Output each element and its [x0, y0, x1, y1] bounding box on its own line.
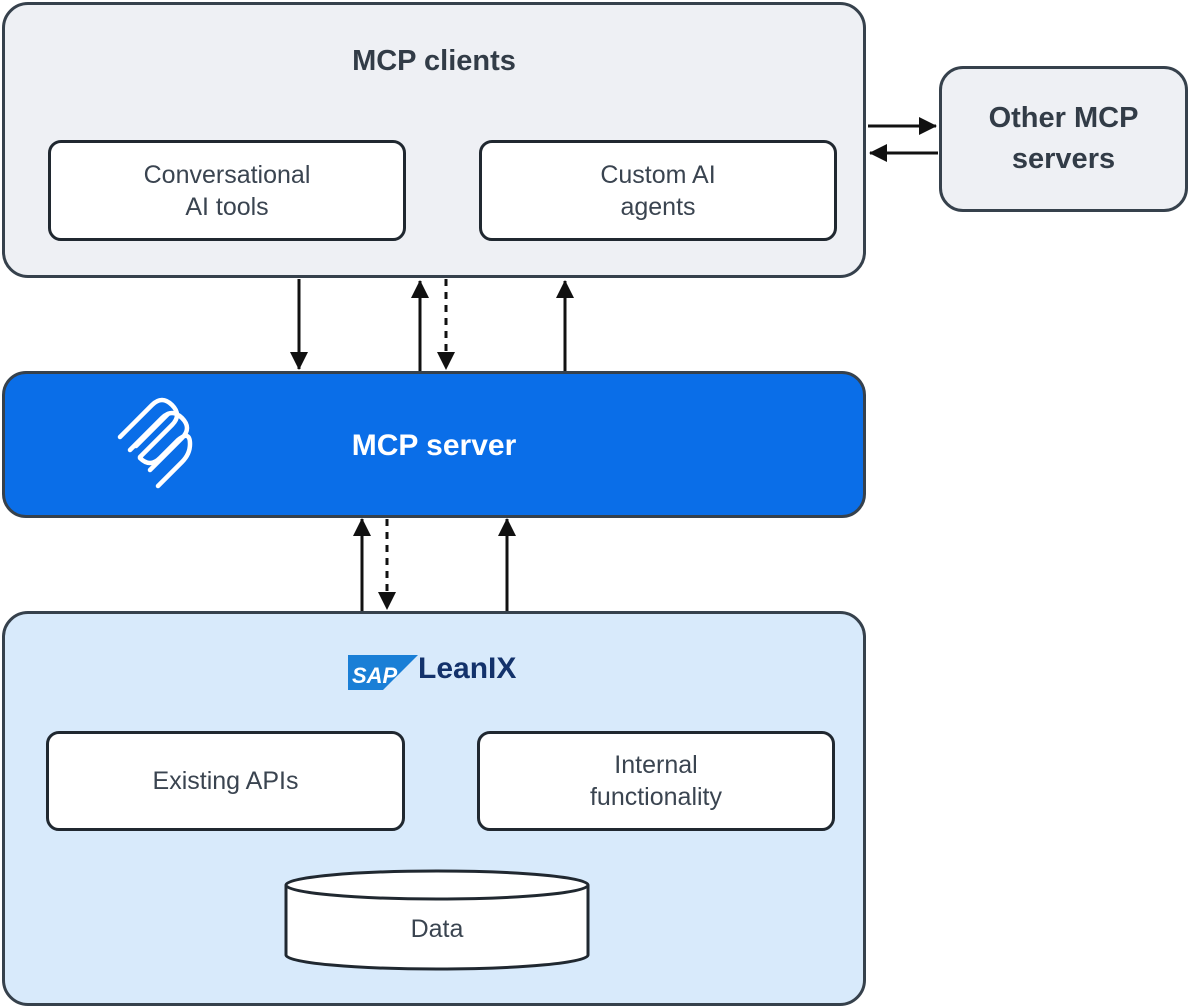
internal-functionality-box: Internal functionality — [477, 731, 835, 831]
leanix-brand-name: LeanIX — [418, 652, 517, 685]
mcp-server-title: MCP server — [351, 429, 517, 462]
mcp-clients-title: MCP clients — [352, 45, 516, 77]
sap-badge-text: SAP — [352, 663, 398, 688]
conversational-ai-tools-line2: AI tools — [185, 192, 269, 221]
custom-ai-agents-line1: Custom AI — [600, 160, 716, 189]
other-mcp-servers-box: Other MCP servers — [939, 66, 1188, 212]
other-mcp-servers-line2: servers — [1011, 143, 1116, 175]
internal-functionality-line2: functionality — [589, 783, 723, 811]
custom-ai-agents-box: Custom AI agents — [479, 140, 837, 241]
other-mcp-servers-line1: Other MCP — [988, 102, 1139, 134]
internal-functionality-line1: Internal — [614, 751, 698, 779]
conversational-ai-tools-box: Conversational AI tools — [48, 140, 406, 241]
mcp-server-box: MCP server — [2, 371, 866, 518]
data-store-label: Data — [410, 915, 464, 943]
data-store-icon — [284, 869, 590, 971]
conversational-ai-tools-line1: Conversational — [143, 160, 311, 189]
mcp-logo-icon — [117, 397, 193, 489]
existing-apis-box: Existing APIs — [46, 731, 405, 831]
sap-logo-icon: SAP — [348, 655, 418, 690]
existing-apis-label: Existing APIs — [152, 767, 299, 795]
custom-ai-agents-line2: agents — [620, 192, 696, 221]
